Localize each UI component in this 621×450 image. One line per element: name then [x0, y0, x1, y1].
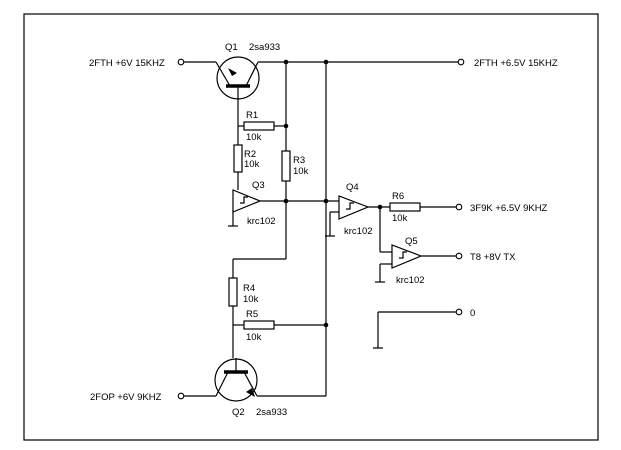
- resistors: [228, 121, 421, 330]
- r2-ref: R2: [244, 149, 256, 160]
- r5-value: 10k: [246, 332, 262, 343]
- q3-part: krc102: [247, 216, 276, 227]
- r6-value: 10k: [392, 213, 408, 224]
- r5-ref: R5: [246, 309, 258, 320]
- r3-ref: R3: [293, 155, 305, 166]
- wires: [184, 61, 458, 397]
- q4-ref: Q4: [346, 182, 359, 193]
- transistor-q2: [214, 358, 258, 402]
- r4-value: 10k: [243, 294, 259, 305]
- labels: 2FTH +6V 15KHZ 2FTH +6.5V 15KHZ 3F9K +6.…: [89, 42, 558, 418]
- transistor-q5: [391, 244, 423, 269]
- terminal-label-2fop-in: 2FOP +6V 9KHZ: [90, 392, 162, 403]
- r1-value: 10k: [246, 132, 262, 143]
- resistor-r4: [228, 277, 238, 307]
- drawing-frame: [23, 13, 599, 441]
- q2-ref: Q2: [232, 407, 245, 418]
- r1-ref: R1: [246, 110, 258, 121]
- junction-dots: [283, 59, 383, 328]
- r2-value: 10k: [244, 159, 260, 170]
- terminal-label-3f9k: 3F9K +6.5V 9KHZ: [470, 203, 548, 214]
- terminal-label-t8: T8 +8V TX: [470, 252, 516, 263]
- transistor-q4: [338, 195, 370, 220]
- q3-ref: Q3: [252, 180, 265, 191]
- q5-ref: Q5: [405, 236, 418, 247]
- terminal-label-2fth-in: 2FTH +6V 15KHZ: [89, 58, 165, 69]
- transistor-q3: [232, 189, 262, 213]
- q1-part: 2sa933: [249, 42, 280, 53]
- r3-value: 10k: [293, 166, 309, 177]
- q1-ref: Q1: [225, 42, 238, 53]
- terminal-label-zero: 0: [470, 308, 475, 319]
- resistor-r5: [243, 320, 275, 330]
- transistor-q1: [215, 56, 260, 100]
- resistor-r3: [281, 150, 291, 182]
- q2-part: 2sa933: [256, 407, 287, 418]
- resistor-r2: [233, 144, 243, 173]
- r4-ref: R4: [243, 283, 255, 294]
- terminals: [177, 58, 465, 400]
- r6-ref: R6: [392, 191, 404, 202]
- terminal-label-2fth-out: 2FTH +6.5V 15KHZ: [474, 58, 558, 69]
- q5-part: krc102: [396, 275, 425, 286]
- q4-part: krc102: [344, 226, 373, 237]
- resistor-r1: [243, 121, 275, 131]
- resistor-r6: [389, 202, 421, 212]
